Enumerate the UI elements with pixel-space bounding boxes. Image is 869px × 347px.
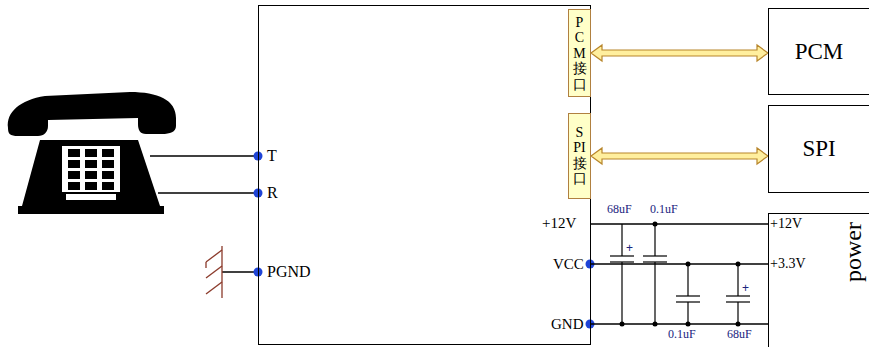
bus-arrow [591,45,768,61]
pin-name: +12V [542,215,576,232]
bus-arrow [591,148,768,164]
pin-name: PGND [267,263,311,281]
interface-name: PCM接口 [573,15,587,92]
capacitor-value: 68uF [727,327,752,342]
capacitor-network: + + [610,224,750,324]
capacitor-value: 0.1uF [668,327,696,342]
telephone-illustration [8,92,176,214]
ground-symbol [206,246,258,298]
peripheral-box: SPI [768,105,869,193]
module-box: T R PGND +12V VCC GND PCM接口 SPI接口 [258,5,591,345]
peripheral-box: PCM [768,8,869,95]
pin-name: T [267,147,277,165]
power-wire [591,323,768,324]
pin-dots [254,152,595,329]
power-wire [591,263,768,264]
capacitor-value: 0.1uF [650,202,678,217]
peripheral-name: SPI [802,136,835,162]
pin-name: GND [551,316,584,333]
capacitor-value: 68uF [607,202,632,217]
power-wire [591,223,768,224]
power-box: power +12V +3.3V [768,213,869,347]
interface-tag: PCM接口 [568,9,591,97]
junction-dots [620,222,741,327]
pin-name: R [267,184,278,202]
rail-name: +12V [770,216,802,232]
rail-name: +3.3V [770,256,806,272]
ring-wire [158,192,258,193]
power-name: power [840,222,867,282]
tip-wire [150,155,258,156]
svg-text:+: + [742,281,749,295]
pin-name: VCC [553,256,584,273]
svg-text:+: + [626,241,633,255]
interface-tag: SPI接口 [568,113,591,199]
peripheral-name: PCM [795,39,844,65]
interface-name: SPI接口 [573,125,587,187]
